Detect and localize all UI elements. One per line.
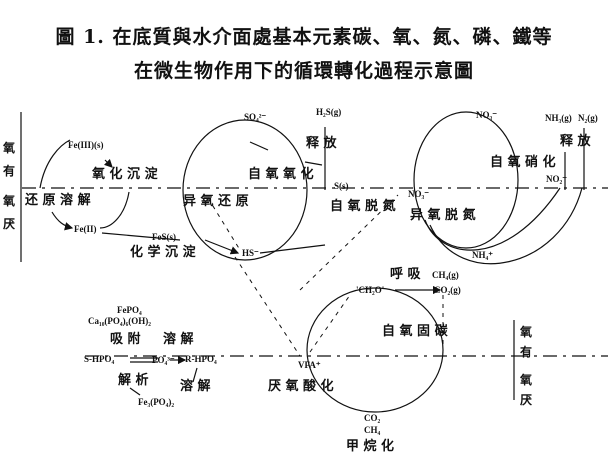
fepo4-label: FePO₄ (117, 305, 142, 315)
zone-left-bottom-2: 厌 (3, 217, 15, 231)
nitrification-label: 自 氧 硝 化 (490, 154, 556, 170)
hetero-red-label: 异 氧 还 原 (183, 193, 249, 209)
no2-label: NO₂⁻ (546, 174, 567, 184)
dissolve-top-label: 溶 解 (163, 331, 194, 347)
iron-cycle: Fe(III)(s) 氧 化 沉 淀 还 原 溶 解 Fe(II) FeS(s)… (24, 139, 197, 260)
zone-right-top-2: 有 (520, 344, 532, 359)
nitrogen-cycle-circle (413, 111, 519, 249)
no3-bottom-label: NO₃⁻ (408, 189, 429, 199)
anaerobic-acid-label: 厌 氧 酸 化 (268, 378, 334, 394)
iron-reduction-label: 还 原 溶 解 (24, 192, 91, 208)
s0-label: S(s) (334, 181, 349, 191)
hs-to-right (259, 244, 326, 254)
figure-title-line2: 在微生物作用下的循環轉化過程示意圖 (133, 60, 474, 82)
h2s-label: H₂S(g) (316, 107, 341, 117)
hs-to-vfa-dotted (234, 256, 301, 357)
sulfur-autoox-label: 自 氧 氧 化 (248, 166, 314, 182)
right-zone-labels: 氧 有 氧 厌 (519, 324, 532, 407)
vfa-label: VFA⁺ (298, 360, 321, 370)
h2s-stem (304, 161, 323, 166)
iron-arc-left-up (39, 139, 71, 189)
zone-right-bottom-1: 氧 (519, 372, 532, 387)
adsorb-label: 吸 附 (110, 331, 141, 347)
s-hpo4-po4-equilibrium (130, 357, 158, 363)
ca-po4-label: Ca₁₀(PO₄)₆(OH)₂ (88, 316, 151, 326)
nh4-label: NH₄⁺ (472, 250, 493, 260)
sulfur-cycle: SO₄²⁻ H₂S(g) 释 放 自 氧 氧 化 S(s) 异 氧 还 原 HS… (182, 107, 396, 357)
ch2o-label: 'CH₂O' (356, 285, 384, 295)
hetero-red-dotted (207, 197, 241, 251)
co2-label: CO₂ (364, 413, 381, 423)
dissolve-bottom-label: 溶 解 (180, 378, 211, 394)
no3-top-label: NO₃⁻ (476, 110, 497, 120)
sulfur-release-label: 释 放 (306, 135, 338, 151)
respiration-label: 呼 吸 (390, 266, 422, 282)
so4-label: SO₄²⁻ (244, 112, 266, 122)
desorb-label: 解 析 (117, 372, 149, 388)
n2-label: N₂(g) (578, 113, 598, 123)
nitrogen-release-label: 释 放 (560, 133, 592, 149)
zone-left-bottom-1: 氧 (2, 193, 15, 208)
hetero-denit-label: 异 氧 脱 氮 (410, 207, 476, 223)
nh4-to-no2-arc (424, 187, 561, 251)
zone-left-top-2: 有 (3, 163, 15, 178)
sulfur-top-right-seg (249, 141, 269, 151)
rhpo4-down-stem (192, 367, 198, 383)
phosphorus-cycle: FePO₄ Ca₁₀(PO₄)₆(OH)₂ 吸 附 溶 解 S-HPO₄ PO₄… (84, 305, 217, 407)
fe3po4-label: Fe₃(PO₄)₂ (138, 397, 174, 407)
nitrogen-cycle: NO₃⁻ NH₃(g) N₂(g) 释 放 自 氧 硝 化 NO₂⁻ NO₃⁻ … (299, 110, 598, 291)
vfa-to-ch2o-dotted (309, 294, 351, 353)
zone-left-top-1: 氧 (2, 140, 15, 155)
iron-oxidation-label: 氧 化 沉 淀 (91, 166, 159, 182)
ch4g-label: CH₄(g) (432, 270, 459, 280)
hs-label: HS⁻ (242, 248, 259, 258)
methanation-label: 甲 烷 化 (346, 438, 394, 454)
po4-label: PO₄³⁻ (152, 355, 175, 365)
iron-arc-right-down (99, 191, 130, 229)
fes-to-hs-arrow (204, 239, 240, 255)
r-hpo4-label: R-HPO₄ (185, 354, 217, 364)
ch4-label: CH₄ (364, 425, 381, 435)
iron-arrow-to-fe3 (103, 158, 113, 168)
left-zone-labels: 氧 有 氧 厌 (2, 140, 15, 231)
iron-arrow-to-fe2 (51, 211, 74, 231)
auto-fix-label: 自 氧 固 碳 (382, 323, 449, 339)
sulfur-cycle-circle (182, 119, 308, 261)
s-hpo4-label: S-HPO₄ (84, 354, 115, 364)
iron-line-to-fes (101, 232, 181, 241)
fe3-label: Fe(III)(s) (68, 140, 104, 150)
n2-arc (429, 187, 583, 265)
auto-denit-label: 自 氧 脱 氮 (330, 198, 396, 214)
fes-label: FeS(s) (152, 232, 176, 242)
co2g-label: CO₂(g) (434, 285, 461, 295)
zone-right-top-1: 氧 (519, 324, 532, 339)
zone-right-bottom-2: 厌 (520, 393, 532, 407)
nh3-label: NH₃(g) (545, 113, 572, 123)
figure-title-line1: 圖 1. 在底質與水介面處基本元素碳、氧、氮、磷、鐵等 (55, 26, 553, 48)
chem-precip-label: 化 学 沉 淀 (130, 244, 197, 260)
fe2-label: Fe(II) (74, 224, 97, 234)
desorb-stem (129, 387, 141, 396)
carbon-cycle: 呼 吸 CH₄(g) 'CH₂O' CO₂(g) 自 氧 固 碳 VFA⁺ 厌 … (268, 266, 461, 454)
